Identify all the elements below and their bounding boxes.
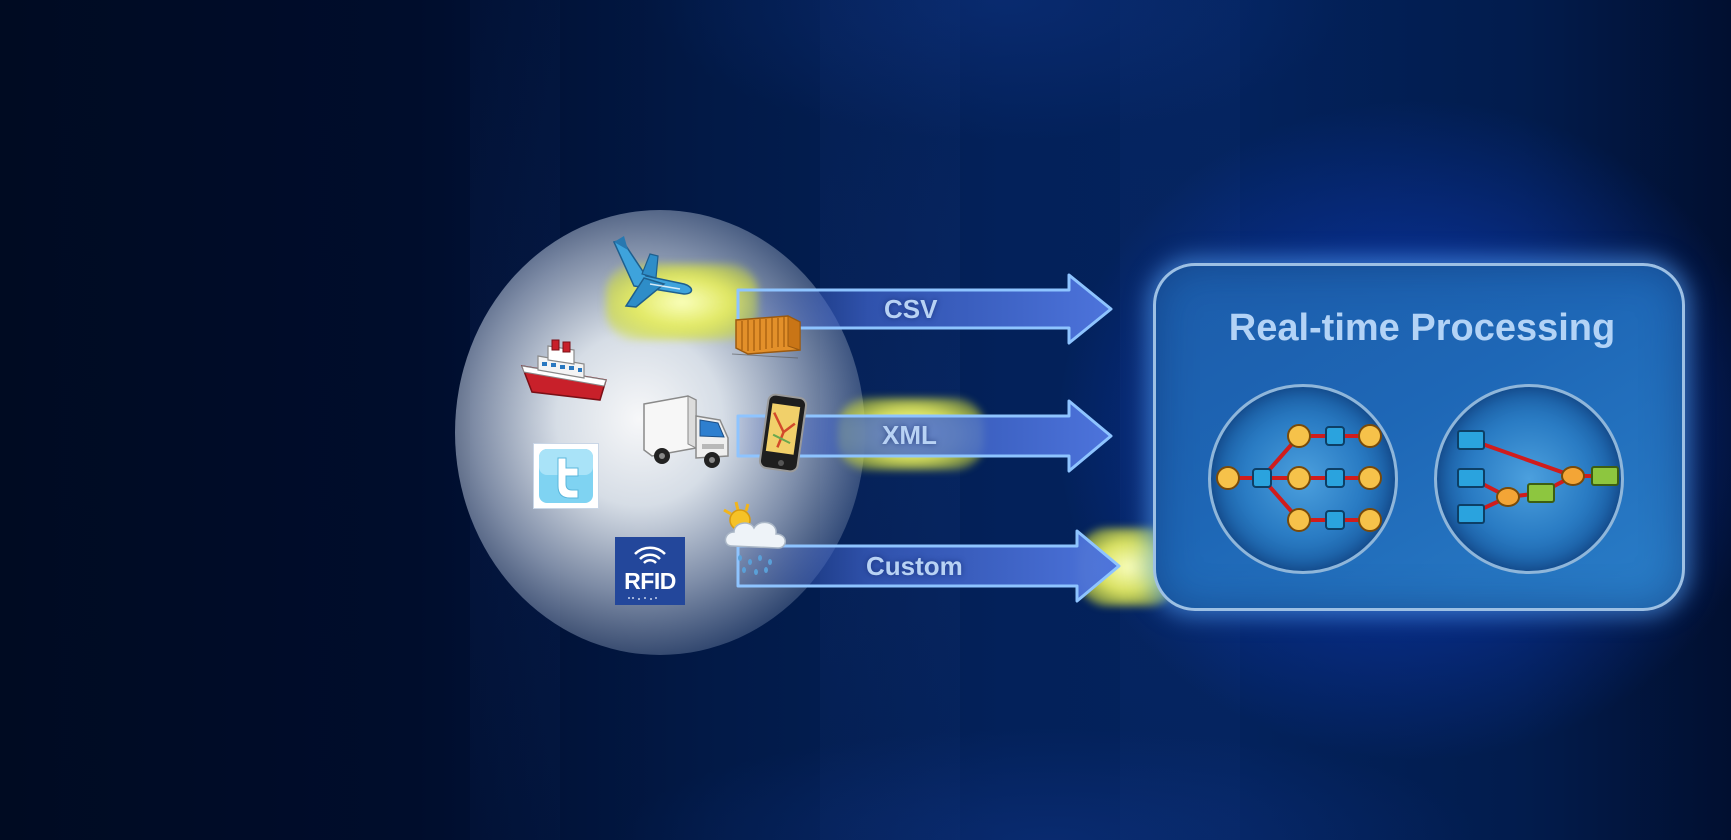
delivery-truck-icon xyxy=(643,395,729,468)
csv-arrow-label: CSV xyxy=(884,294,938,324)
airplane-icon xyxy=(612,236,693,308)
rfid-waves-icon xyxy=(628,546,666,600)
branching-graph-icon xyxy=(1216,424,1382,532)
weather-icon xyxy=(723,501,786,575)
smartphone-map-icon xyxy=(758,393,808,473)
shipping-container-icon xyxy=(731,315,801,359)
ship-icon xyxy=(520,339,607,401)
twitter-icon xyxy=(533,443,599,509)
twitter-t-glyph xyxy=(539,449,593,503)
xml-arrow-label: XML xyxy=(882,420,937,450)
merging-graph-circle xyxy=(1434,384,1624,574)
processing-title: Real-time Processing xyxy=(1228,307,1616,349)
custom-arrow xyxy=(736,529,1121,603)
merging-graph-icon xyxy=(1457,430,1619,524)
real-time-processing-box: Real-time Processing xyxy=(1153,263,1685,611)
branching-graph-circle xyxy=(1208,384,1398,574)
rfid-label: RFID xyxy=(624,568,676,594)
rfid-icon: RFID xyxy=(615,537,685,605)
custom-arrow-label: Custom xyxy=(866,551,963,581)
